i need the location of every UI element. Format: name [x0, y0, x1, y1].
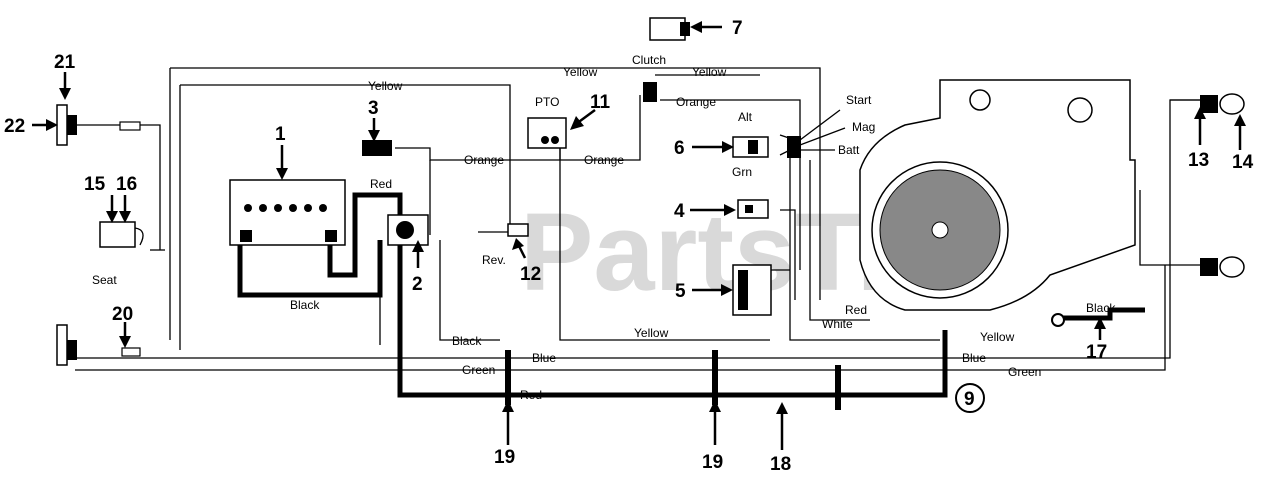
callout-13: 13 — [1188, 150, 1209, 171]
label-blue-right: Blue — [962, 351, 986, 365]
callout-2: 2 — [412, 274, 423, 295]
label-pto: PTO — [535, 95, 559, 109]
label-mag: Mag — [852, 120, 875, 134]
connector-block — [787, 136, 801, 158]
reverse-switch — [507, 223, 529, 237]
ignition-switch — [732, 136, 769, 158]
label-red-engine: Red — [845, 303, 867, 317]
seat-switch — [99, 221, 144, 248]
label-red-bottom: Red — [520, 388, 542, 402]
label-clutch: Clutch — [632, 53, 666, 67]
part-7-connector — [649, 17, 690, 41]
callout-19b: 19 — [702, 452, 723, 473]
label-blue-left: Blue — [532, 351, 556, 365]
callout-18: 18 — [770, 454, 791, 475]
callout-3: 3 — [368, 98, 379, 119]
clutch-switch — [643, 82, 657, 102]
label-yellow-right: Yellow — [980, 330, 1015, 344]
headlight-bottom — [1200, 256, 1245, 278]
callout-1: 1 — [275, 124, 286, 145]
fuse-holder — [362, 140, 392, 156]
label-yellow-top: Yellow — [563, 65, 598, 79]
label-red-battery: Red — [370, 177, 392, 191]
heavy-cables — [237, 192, 1145, 398]
callout-9-circle — [955, 383, 985, 413]
thin-wires — [75, 67, 1200, 371]
label-orange-2: Orange — [464, 153, 504, 167]
callout-arrows — [32, 21, 1246, 450]
label-yellow-2: Yellow — [368, 79, 403, 93]
solenoid — [387, 214, 429, 246]
label-green-right: Green — [1008, 365, 1041, 379]
callout-4: 4 — [674, 201, 685, 222]
callout-11: 11 — [590, 92, 611, 113]
part-5-module — [732, 264, 772, 316]
label-seat: Seat — [92, 273, 117, 287]
label-alt: Alt — [738, 110, 753, 124]
battery — [229, 179, 346, 246]
label-yellow-3: Yellow — [692, 65, 727, 79]
label-black-right: Black — [1086, 301, 1116, 315]
label-grn: Grn — [732, 165, 752, 179]
callout-7: 7 — [732, 18, 743, 39]
callout-6: 6 — [674, 138, 685, 159]
callout-14: 14 — [1232, 152, 1254, 173]
label-batt: Batt — [838, 143, 860, 157]
ground-terminal — [1051, 313, 1065, 327]
callout-5: 5 — [675, 281, 686, 302]
callout-12: 12 — [520, 264, 541, 285]
label-white: White — [822, 317, 853, 331]
callout-21: 21 — [54, 52, 76, 73]
label-start: Start — [846, 93, 872, 107]
label-green-left: Green — [462, 363, 495, 377]
callout-16: 16 — [116, 174, 137, 195]
left-lamp-bottom — [56, 324, 141, 366]
callout-15: 15 — [84, 174, 106, 195]
label-black-battery: Black — [290, 298, 320, 312]
callout-20: 20 — [112, 304, 133, 325]
label-orange-1: Orange — [676, 95, 716, 109]
wire-labels: Yellow Yellow Yellow Clutch PTO Orange O… — [92, 53, 1116, 402]
engine — [859, 79, 1136, 311]
pto-switch — [527, 117, 567, 149]
callout-9: 9 — [964, 389, 975, 410]
label-black-mid: Black — [452, 334, 482, 348]
part-4-switch — [737, 199, 769, 219]
callout-numbers: 1 2 3 4 5 6 7 9 11 12 13 14 15 16 17 18 … — [4, 18, 1254, 475]
cable-ties — [505, 350, 841, 410]
label-orange-3: Orange — [584, 153, 624, 167]
label-yellow-bottom: Yellow — [634, 326, 669, 340]
headlight-top — [1200, 93, 1245, 115]
callout-22: 22 — [4, 116, 25, 137]
callout-17: 17 — [1086, 342, 1107, 363]
callout-19a: 19 — [494, 447, 515, 468]
label-rev: Rev. — [482, 253, 506, 267]
